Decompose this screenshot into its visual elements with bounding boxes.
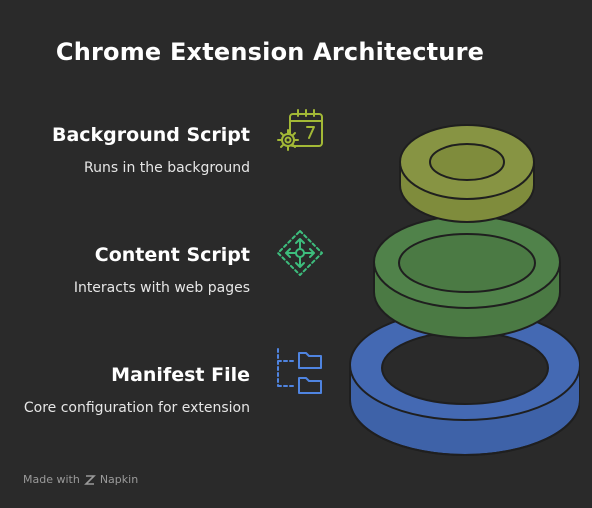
stacked-rings-illustration — [349, 124, 580, 456]
background-script-heading: Background Script — [51, 124, 250, 146]
content-script-heading: Content Script — [94, 244, 250, 266]
napkin-brand-link[interactable]: Napkin — [99, 473, 139, 486]
content-script-description: Interacts with web pages — [73, 280, 250, 296]
manifest-file-description: Core configuration for extension — [23, 400, 250, 416]
folder-tree-icon — [277, 348, 322, 394]
calendar-gear-icon — [277, 109, 323, 151]
napkin-logo-icon — [83, 474, 96, 485]
made-with-label: Made with — [23, 473, 80, 486]
diagram-title: Chrome Extension Architecture — [55, 38, 485, 66]
middle-ring-content-script — [373, 215, 561, 339]
background-script-description: Runs in the background — [83, 160, 250, 176]
top-ring-background-script — [399, 124, 535, 223]
manifest-file-heading: Manifest File — [111, 364, 250, 386]
bottom-ring-manifest — [349, 309, 580, 456]
move-arrows-icon — [277, 230, 323, 276]
footer-attribution: Made with Napkin — [23, 473, 138, 486]
